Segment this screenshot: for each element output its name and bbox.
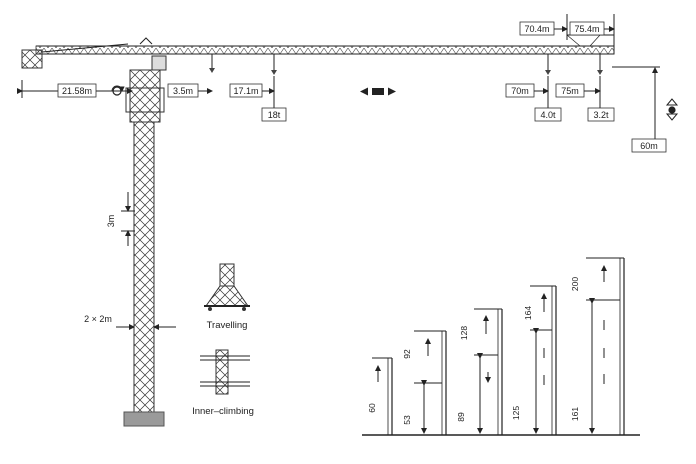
radius-70-4-label: 70.4m bbox=[524, 24, 549, 34]
height-200-label: 200 bbox=[570, 277, 580, 291]
foundation bbox=[123, 411, 165, 427]
travelling-config: Travelling bbox=[204, 263, 250, 331]
min-radius-label: 3.5m bbox=[173, 86, 193, 96]
height-92-label: 92 bbox=[402, 349, 412, 359]
mast-size-label: 2 × 2m bbox=[84, 314, 112, 324]
height-bar-200: 200 161 bbox=[570, 257, 625, 435]
hoist-icon bbox=[665, 98, 679, 121]
dimension-lines bbox=[17, 14, 660, 330]
load-4-label: 4.0t bbox=[540, 110, 556, 120]
hooks bbox=[209, 54, 603, 75]
radius-75-label: 75m bbox=[561, 86, 579, 96]
mast-section-label: 3m bbox=[106, 215, 116, 228]
travelling-label: Travelling bbox=[207, 320, 248, 331]
height-bar-60: 60 bbox=[367, 357, 393, 435]
height-bar-92: 92 53 bbox=[402, 330, 447, 435]
load-3-2-label: 3.2t bbox=[593, 110, 609, 120]
radius-70-label: 70m bbox=[511, 86, 529, 96]
height-125-label: 125 bbox=[511, 406, 521, 420]
height-53-label: 53 bbox=[402, 415, 412, 425]
inner-climbing-label: Inner–climbing bbox=[192, 406, 254, 417]
height-161-label: 161 bbox=[570, 407, 580, 421]
mast bbox=[123, 121, 165, 427]
max-load-radius-label: 17.1m bbox=[233, 86, 258, 96]
inner-climbing-config: Inner–climbing bbox=[192, 349, 254, 417]
trolley-travel-icon bbox=[360, 87, 396, 96]
height-128-label: 128 bbox=[459, 326, 469, 340]
height-60m-label: 60m bbox=[640, 141, 658, 151]
radius-75-4-label: 75.4m bbox=[574, 24, 599, 34]
height-comparison: 60 92 53 128 89 bbox=[362, 257, 640, 436]
height-bar-164: 164 125 bbox=[511, 285, 557, 435]
dimension-labels: 70.4m 75.4m 21.58m 3.5m 17.1m 18t 70m 75… bbox=[57, 21, 667, 324]
height-60-label: 60 bbox=[367, 403, 377, 413]
operator-cab bbox=[151, 55, 167, 71]
height-89-label: 89 bbox=[456, 412, 466, 422]
height-164-label: 164 bbox=[523, 306, 533, 320]
max-load-label: 18t bbox=[268, 110, 281, 120]
height-bar-128: 128 89 bbox=[456, 308, 503, 435]
counter-jib bbox=[21, 43, 129, 69]
counter-jib-length-label: 21.58m bbox=[62, 86, 92, 96]
